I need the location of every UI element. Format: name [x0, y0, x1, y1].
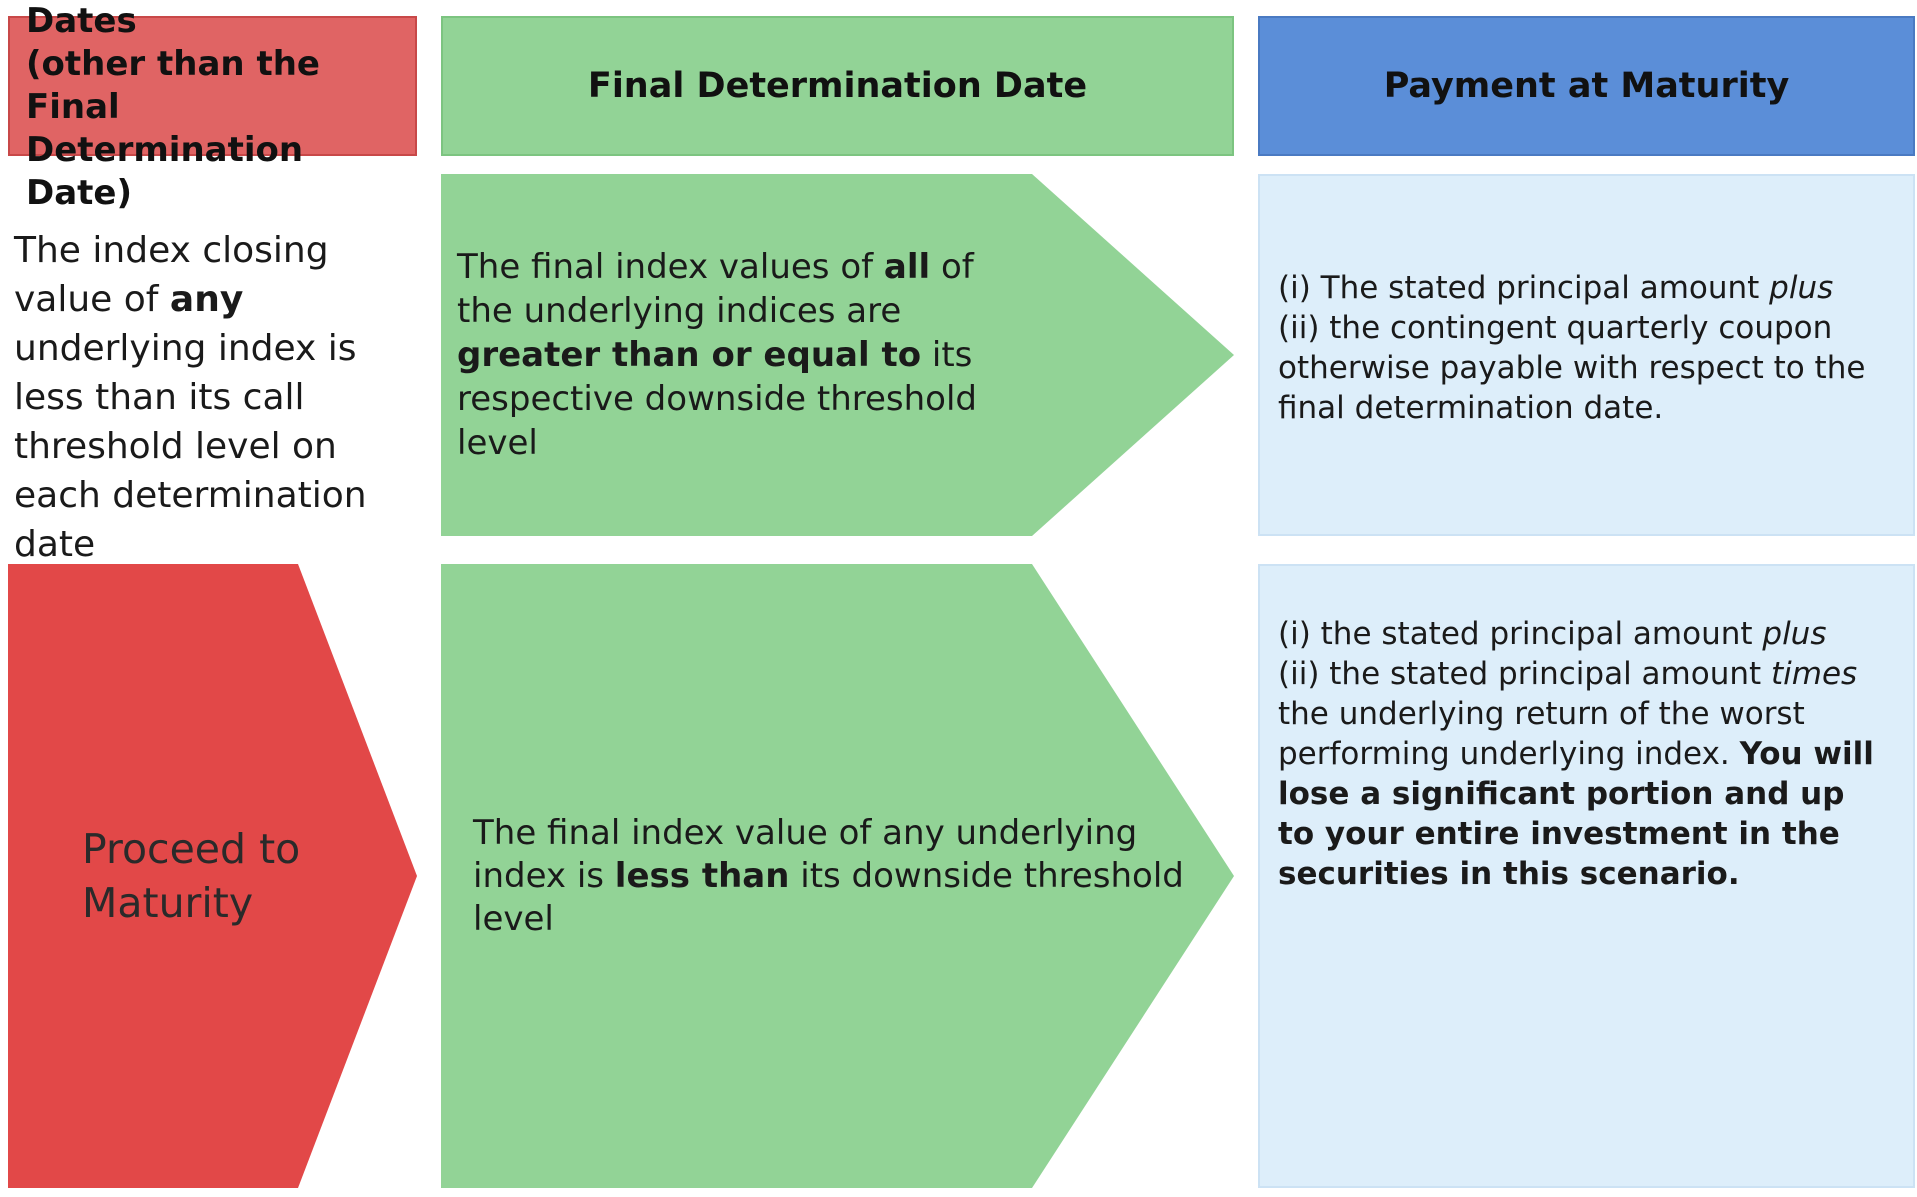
row1-final-emphasis2: greater than or equal to: [457, 335, 922, 375]
row2-payment-warning: You will lose a significant portion and …: [1278, 736, 1874, 892]
row1-final-part3: its respective downside threshold level: [457, 335, 978, 463]
header-determination-dates-line3: Determination Date): [26, 130, 304, 213]
proceed-to-maturity-text: Proceed to Maturity: [82, 822, 300, 930]
header-determination-dates: Determination Dates (other than the Fina…: [8, 1, 417, 213]
row1-final-part2: of the underlying indices are: [457, 247, 974, 331]
row2-final-condition-text: The final index value of any underlying …: [473, 812, 1194, 941]
proceed-line2: Maturity: [82, 879, 254, 927]
row1-final-emphasis1: all: [883, 247, 931, 287]
row1-final-part1: The final index values of: [457, 247, 884, 287]
row2-payment-part3: the underlying return of the worst perfo…: [1278, 696, 1805, 772]
row1-final-condition-text: The final index values of all of the und…: [457, 245, 1004, 465]
row2-payment-italic1: plus: [1762, 616, 1827, 652]
proceed-to-maturity-arrow: Proceed to Maturity: [8, 564, 417, 1188]
proceed-line1: Proceed to: [82, 825, 301, 873]
row2-payment-part1: (i) the stated principal amount: [1278, 616, 1763, 652]
header-determination-dates-line1: Determination Dates: [26, 1, 137, 41]
row1-payment-part1: (i) The stated principal amount: [1278, 270, 1770, 306]
header-final-determination-date-label: Final Determination Date: [587, 66, 1088, 106]
row2-final-part1: The final index value of any underlying …: [473, 812, 1138, 896]
row2-final-condition-arrow: The final index value of any underlying …: [441, 564, 1234, 1188]
row2-payment-italic2: times: [1771, 656, 1858, 692]
row1-payment-box: (i) The stated principal amount plus (ii…: [1258, 174, 1915, 536]
row2-final-part2: its downside threshold level: [473, 855, 1184, 939]
header-payment-at-maturity: Payment at Maturity: [1258, 16, 1915, 156]
row2-final-emphasis: less than: [614, 855, 790, 896]
header-payment-at-maturity-label: Payment at Maturity: [1383, 66, 1790, 106]
row1-condition-part2: underlying index is less than its call t…: [14, 328, 367, 565]
row1-condition-emphasis: any: [169, 279, 244, 320]
row1-final-condition-arrow: The final index values of all of the und…: [441, 174, 1234, 536]
row2-payment-part2: (ii) the stated principal amount: [1278, 656, 1772, 692]
row1-condition-part1: The index closing value of: [14, 230, 329, 320]
header-determination-dates-line2: (other than the Final: [26, 44, 320, 127]
row2-payment-box: (i) the stated principal amount plus (ii…: [1258, 564, 1915, 1188]
row1-condition-text: The index closing value of any underlyin…: [14, 226, 424, 569]
row1-payment-italic: plus: [1769, 270, 1834, 306]
row1-payment-part2: (ii) the contingent quarterly coupon oth…: [1278, 310, 1866, 426]
header-final-determination-date: Final Determination Date: [441, 16, 1234, 156]
